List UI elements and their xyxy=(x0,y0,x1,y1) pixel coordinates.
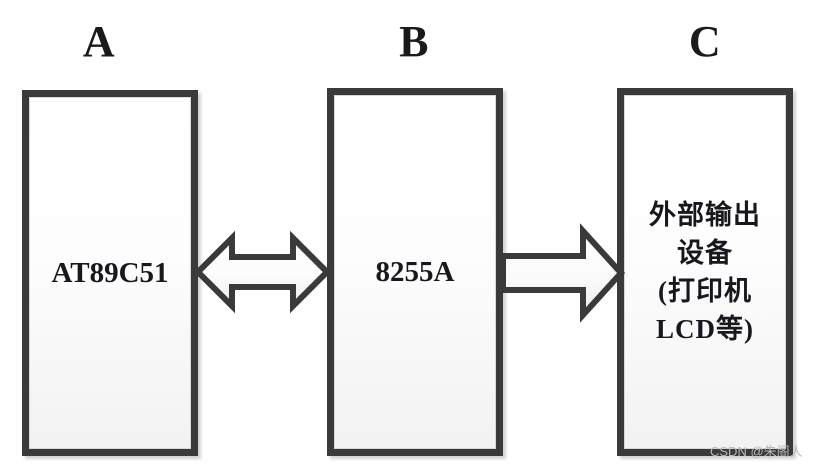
block-box-8255a[interactable]: 8255A xyxy=(327,88,503,456)
block-box-at89c51[interactable]: AT89C51 xyxy=(22,90,198,456)
block-text-at89c51: AT89C51 xyxy=(51,257,169,289)
watermark-text: CSDN @朱阁人 xyxy=(710,444,803,459)
block-label-a: A xyxy=(82,17,116,66)
block-box-external-output-device[interactable]: 外部输出 设备 (打印机 LCD等) xyxy=(617,88,793,456)
right-arrow-icon xyxy=(500,223,626,323)
block-label-b: B xyxy=(399,17,429,66)
block-text-line: 设备 xyxy=(677,238,733,268)
block-label-c: C xyxy=(688,17,722,66)
block-text-line: 外部输出 xyxy=(649,200,761,230)
block-text-line: (打印机 xyxy=(658,276,752,306)
block-text-line: LCD等) xyxy=(656,314,754,344)
block-text-external-output-device: 外部输出 设备 (打印机 LCD等) xyxy=(649,196,761,348)
block-text-8255a: 8255A xyxy=(375,256,455,288)
bidirectional-arrow-icon xyxy=(193,230,332,314)
